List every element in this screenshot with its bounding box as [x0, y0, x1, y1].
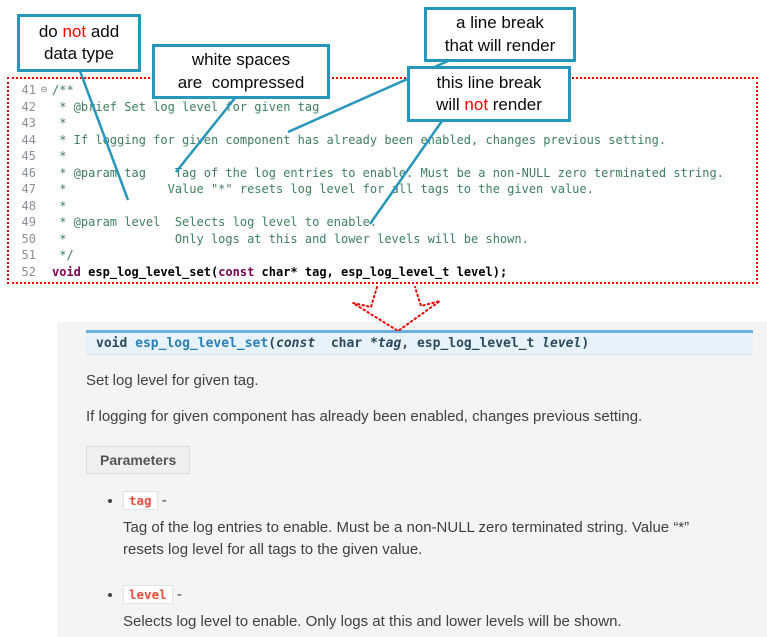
code-text: * @brief Set log level for given tag: [52, 99, 320, 114]
function-args-text: char* tag, esp_log_level_t level);: [254, 264, 508, 279]
fold-gutter: [36, 181, 52, 198]
fold-gutter: [36, 165, 52, 182]
line-number: 46: [21, 165, 36, 180]
line-number: 50: [21, 231, 36, 246]
rendered-docs-panel: void esp_log_level_set(const char *tag, …: [57, 322, 767, 637]
line-number: 47: [21, 182, 36, 196]
param-name-line: tag -: [123, 491, 167, 510]
keyword-const: const: [218, 264, 255, 279]
fold-gutter: [36, 214, 52, 231]
callout-whitespace: white spaces are compressed: [152, 44, 330, 99]
line-number: 51: [21, 248, 36, 262]
sig-param-tag: tag: [377, 336, 402, 351]
line-number: 43: [21, 116, 36, 130]
code-line: 47 * Value "*" resets log level for all …: [12, 181, 752, 198]
callout-text: that will render: [444, 35, 556, 55]
code-text: * Only logs at this and lower levels wil…: [52, 231, 529, 246]
callout-break-norender: this line break will not render: [407, 66, 571, 122]
function-call-text: esp_log_level_set(: [80, 264, 219, 279]
code-text: void esp_log_level_set(const char* tag, …: [52, 264, 507, 281]
callout-text: will not render: [436, 95, 542, 114]
fold-gutter: [36, 115, 52, 132]
detailed-description: If logging for given component has alrea…: [86, 408, 643, 425]
fold-gutter: [36, 198, 52, 215]
code-text: *: [52, 198, 67, 213]
code-text: * If logging for given component has alr…: [52, 132, 667, 147]
code-text: *: [52, 149, 67, 163]
fold-gutter: [36, 247, 52, 264]
fold-gutter: [36, 264, 52, 281]
callout-text: white spaces: [191, 50, 291, 70]
code-line: 46 * @param tag Tag of the log entries t…: [12, 165, 752, 182]
code-text: */: [52, 248, 74, 262]
code-text: * Value "*" resets log level for all tag…: [52, 182, 594, 196]
fold-gutter: [36, 148, 52, 165]
param-item-tag: tag - Tag of the log entries to enable. …: [123, 491, 753, 561]
param-description: Tag of the log entries to enable. Must b…: [123, 519, 690, 558]
sig-type: esp_log_level_t: [416, 336, 543, 351]
function-signature: void esp_log_level_set(const char *tag, …: [86, 330, 753, 355]
code-line: 44 * If logging for given component has …: [12, 132, 752, 149]
param-item-level: level - Selects log level to enable. Onl…: [123, 585, 753, 633]
fold-gutter: [36, 231, 52, 248]
code-text: /**: [52, 83, 74, 97]
code-line: 50 * Only logs at this and lower levels …: [12, 231, 752, 248]
callout-text: this line break: [436, 72, 542, 92]
callout-no-datatype: do not add data type: [17, 14, 141, 72]
callout-text: a line break: [456, 13, 544, 33]
brief-description: Set log level for given tag.: [86, 372, 259, 389]
keyword-void: void: [52, 264, 81, 279]
sig-keyword-void: void: [96, 336, 136, 351]
sig-type: char *: [315, 336, 378, 351]
sig-sep: ,: [401, 336, 417, 351]
sig-paren: (: [268, 336, 277, 351]
code-line: 42 * @brief Set log level for given tag: [12, 99, 752, 116]
code-line: 41 ⊖ /**: [12, 82, 752, 99]
sig-paren: ): [581, 336, 590, 351]
sig-keyword-const: const: [276, 336, 316, 351]
fold-collapse-icon[interactable]: ⊖: [40, 83, 48, 96]
fold-gutter: [36, 132, 52, 149]
code-line: 45 *: [12, 148, 752, 165]
sig-function-name: esp_log_level_set: [135, 336, 269, 351]
param-description: Selects log level to enable. Only logs a…: [123, 613, 622, 630]
line-number: 41: [21, 83, 36, 97]
callout-text: do not add: [38, 21, 120, 41]
code-text: *: [52, 116, 67, 130]
param-literal: tag: [123, 491, 158, 510]
line-number: 44: [21, 132, 36, 147]
code-line: 51 */: [12, 247, 752, 264]
code-editor: 41 ⊖ /** 42 * @brief Set log level for giv…: [12, 82, 752, 280]
line-number: 45: [21, 149, 36, 163]
param-dash: -: [176, 586, 182, 603]
parameter-list: tag - Tag of the log entries to enable. …: [106, 491, 753, 633]
param-name-line: level -: [123, 585, 182, 604]
param-dash: -: [161, 492, 167, 509]
fold-gutter: [36, 99, 52, 116]
line-number: 52: [21, 264, 36, 279]
line-number: 42: [21, 99, 36, 114]
callout-text: are compressed: [177, 72, 305, 92]
callout-text: data type: [44, 44, 114, 63]
code-text: * @param level Selects log level to enab…: [52, 215, 378, 229]
parameters-heading: Parameters: [86, 446, 191, 474]
code-line: 49 * @param level Selects log level to e…: [12, 214, 752, 231]
sig-param-level: level: [542, 336, 582, 351]
code-line: 48 *: [12, 198, 752, 215]
param-literal: level: [123, 585, 173, 604]
code-line-function: 52 void esp_log_level_set(const char* tag…: [12, 264, 752, 281]
code-text: * @param tag Tag of the log entries to e…: [52, 165, 724, 180]
callout-break-render: a line break that will render: [424, 7, 576, 62]
line-number: 48: [21, 198, 36, 213]
line-number: 49: [21, 215, 36, 229]
code-line: 43 *: [12, 115, 752, 132]
